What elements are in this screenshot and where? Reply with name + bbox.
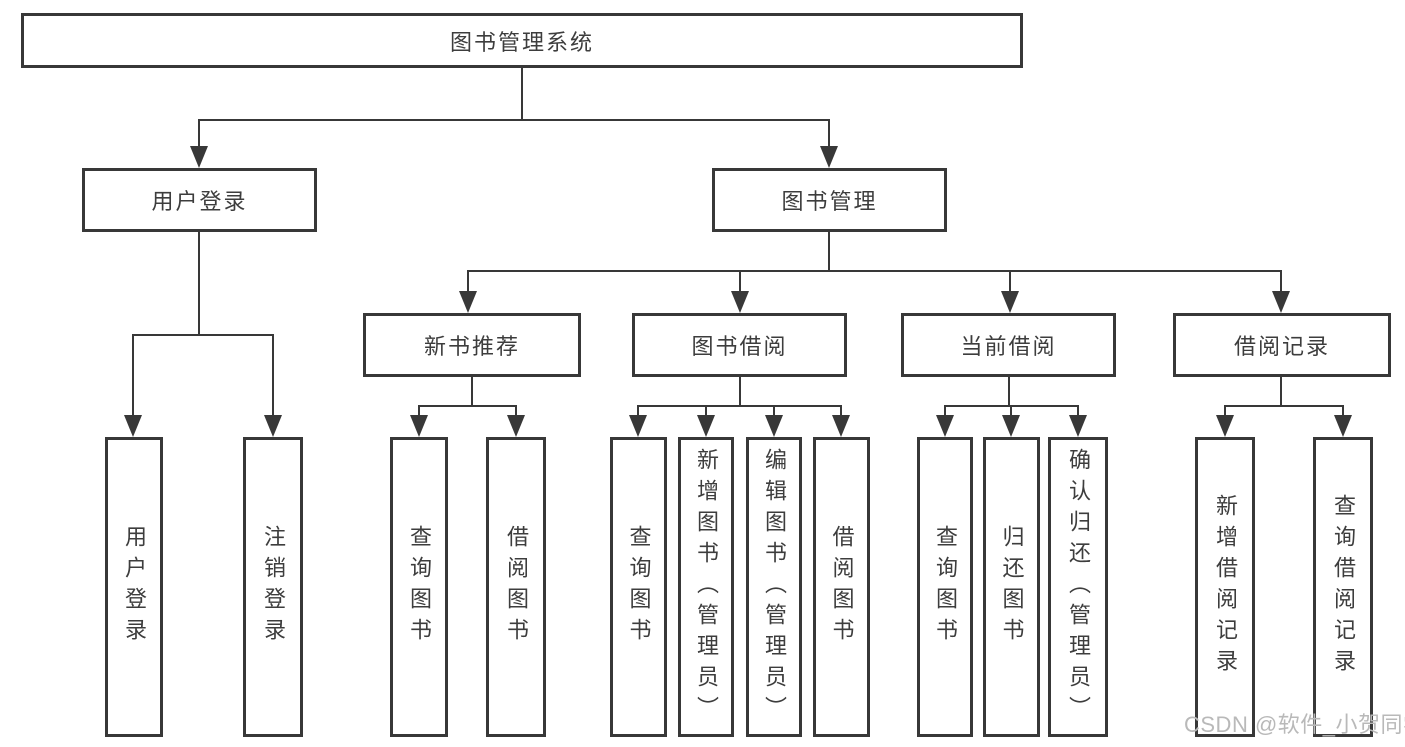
arrow-down-icon (1334, 415, 1352, 437)
connector-line (637, 405, 639, 415)
connector-line (1224, 405, 1344, 407)
connector-line (1280, 270, 1282, 291)
connector-line (705, 405, 707, 415)
connector-line (773, 405, 775, 415)
connector-line (828, 232, 830, 271)
node-logout: 注销登录 (243, 437, 303, 737)
arrow-down-icon (507, 415, 525, 437)
arrow-down-icon (1069, 415, 1087, 437)
arrow-down-icon (629, 415, 647, 437)
node-query-books-recommend: 查询图书 (390, 437, 448, 737)
arrow-down-icon (765, 415, 783, 437)
connector-line (467, 270, 1282, 272)
csdn-watermark: CSDN @软件_小贺同学 (1184, 712, 1405, 737)
arrow-down-icon (697, 415, 715, 437)
connector-line (515, 405, 517, 415)
node-library-management-system: 图书管理系统 (21, 13, 1023, 68)
connector-line (1010, 405, 1012, 415)
arrow-down-icon (1216, 415, 1234, 437)
arrow-down-icon (936, 415, 954, 437)
connector-line (132, 334, 134, 415)
node-add-borrow-record: 新增借阅记录 (1195, 437, 1255, 737)
arrow-down-icon (190, 146, 208, 168)
connector-line (1280, 377, 1282, 406)
connector-line (739, 377, 741, 406)
arrow-down-icon (1002, 415, 1020, 437)
connector-line (198, 119, 830, 121)
connector-line (1224, 405, 1226, 415)
connector-line (1008, 377, 1010, 406)
connector-line (198, 232, 200, 335)
arrow-down-icon (832, 415, 850, 437)
node-current-borrowing: 当前借阅 (901, 313, 1116, 377)
node-book-borrowing: 图书借阅 (632, 313, 847, 377)
connector-line (840, 405, 842, 415)
node-query-borrow-record: 查询借阅记录 (1313, 437, 1373, 737)
connector-line (418, 405, 517, 407)
node-borrow-books: 借阅图书 (813, 437, 870, 737)
connector-line (739, 270, 741, 291)
arrow-down-icon (731, 291, 749, 313)
connector-line (637, 405, 842, 407)
connector-line (272, 334, 274, 415)
node-book-management: 图书管理 (712, 168, 947, 232)
node-confirm-return-admin: 确认归还（管理员） (1048, 437, 1108, 737)
connector-line (471, 377, 473, 406)
node-borrowing-records: 借阅记录 (1173, 313, 1391, 377)
arrow-down-icon (124, 415, 142, 437)
connector-line (1342, 405, 1344, 415)
arrow-down-icon (1272, 291, 1290, 313)
connector-line (467, 270, 469, 291)
node-return-book: 归还图书 (983, 437, 1040, 737)
connector-line (1009, 270, 1011, 291)
arrow-down-icon (410, 415, 428, 437)
node-add-book-admin: 新增图书（管理员） (678, 437, 734, 737)
arrow-down-icon (820, 146, 838, 168)
node-new-book-recommendation: 新书推荐 (363, 313, 581, 377)
arrow-down-icon (1001, 291, 1019, 313)
connector-line (521, 68, 523, 120)
node-borrow-books-recommend: 借阅图书 (486, 437, 546, 737)
arrow-down-icon (264, 415, 282, 437)
node-user-login-leaf: 用户登录 (105, 437, 163, 737)
connector-line (944, 405, 946, 415)
connector-line (418, 405, 420, 415)
node-user-login: 用户登录 (82, 168, 317, 232)
connector-line (132, 334, 274, 336)
connector-line (198, 119, 200, 146)
arrow-down-icon (459, 291, 477, 313)
node-query-books-current: 查询图书 (917, 437, 973, 737)
connector-line (828, 119, 830, 146)
node-edit-book-admin: 编辑图书（管理员） (746, 437, 802, 737)
connector-line (1077, 405, 1079, 415)
node-query-books-borrowing: 查询图书 (610, 437, 667, 737)
